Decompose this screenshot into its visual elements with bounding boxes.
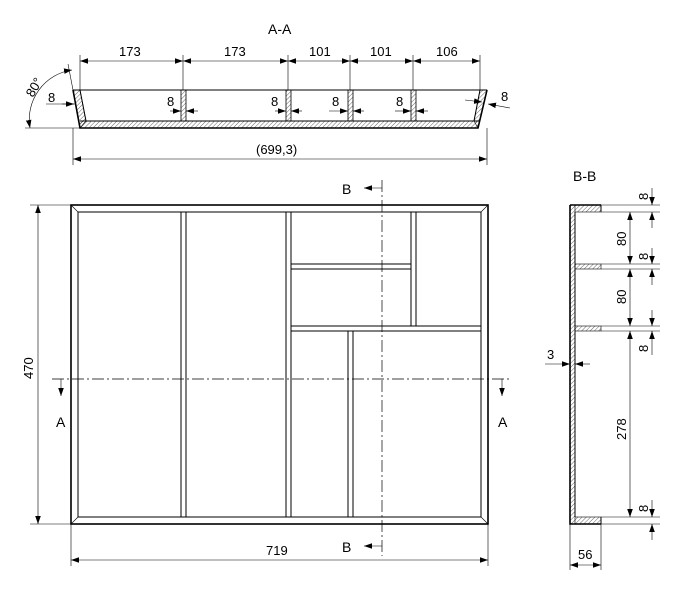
section-aa-title: A-A [268,21,292,37]
wall-8-right: 8 [501,89,508,104]
dim-aa-3: 101 [309,44,331,59]
wall-8-left: 8 [48,90,55,105]
bb-depth-56: 56 [578,547,592,562]
section-bb-view: B-B 8 80 8 80 8 [545,168,660,570]
cut-b-top: B [342,181,351,197]
wall-8-a: 8 [167,94,174,109]
cut-a-left: A [56,414,66,430]
bb-dim-2: 80 [614,232,629,246]
bb-dim-5: 8 [636,345,651,352]
dim-aa-1: 173 [119,44,141,59]
plan-view: A A B B 470 719 [21,180,510,566]
dim-overall-aa: (699,3) [256,142,297,157]
bb-dim-7: 8 [636,505,651,512]
wall-8-b: 8 [271,94,278,109]
dim-height-470: 470 [21,357,36,379]
wall-8-d: 8 [396,94,403,109]
section-aa-view: A-A 173 173 101 101 106 [23,21,511,165]
angle-80: 80° [23,75,46,100]
bb-wall-3: 3 [547,347,554,362]
dim-aa-2: 173 [224,44,246,59]
section-bb-title: B-B [573,168,596,184]
cut-b-bottom: B [342,539,351,555]
dim-aa-5: 106 [436,44,458,59]
bb-dim-1: 8 [636,193,651,200]
bb-dim-4: 80 [614,290,629,304]
dim-aa-4: 101 [370,44,392,59]
bb-dim-6: 278 [614,418,629,440]
cut-a-right: A [498,414,508,430]
bb-dim-3: 8 [636,253,651,260]
dim-width-719: 719 [266,543,288,558]
wall-8-c: 8 [332,94,339,109]
